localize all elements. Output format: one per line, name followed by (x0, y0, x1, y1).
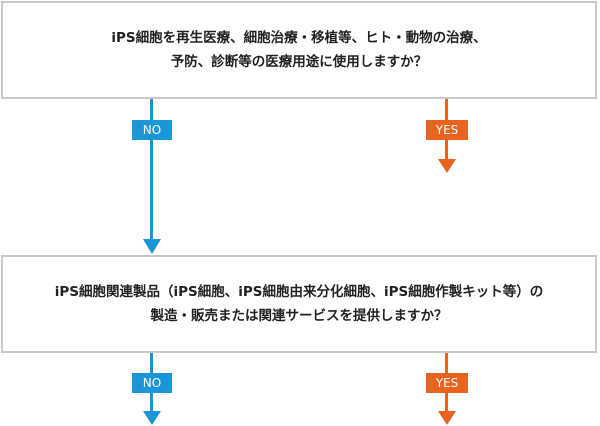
question-box-2: iPS細胞関連製品（iPS細胞、iPS細胞由来分化細胞、iPS細胞作製キット等）… (1, 255, 597, 353)
question-1-line-1: iPS細胞を再生医療、細胞治療・移植等、ヒト・動物の治療、 (111, 30, 487, 46)
question-2-line-2: 製造・販売または関連サービスを提供しますか？ (150, 308, 448, 324)
no-connector-line-1 (150, 99, 153, 241)
yes-arrowhead-2 (437, 411, 456, 425)
no-label-1: NO (132, 120, 172, 140)
no-arrowhead-2 (142, 411, 161, 425)
question-2-line-1: iPS細胞関連製品（iPS細胞、iPS細胞由来分化細胞、iPS細胞作製キット等）… (54, 284, 544, 300)
no-arrowhead-1 (142, 239, 161, 254)
no-label-2: NO (132, 373, 172, 393)
question-1-line-2: 予防、診断等の医療用途に使用しますか？ (170, 54, 428, 70)
yes-arrowhead-1 (437, 159, 456, 173)
question-box-1: iPS細胞を再生医療、細胞治療・移植等、ヒト・動物の治療、 予防、診断等の医療用… (1, 1, 597, 99)
yes-label-2: YES (426, 373, 468, 393)
yes-label-1: YES (426, 120, 468, 140)
